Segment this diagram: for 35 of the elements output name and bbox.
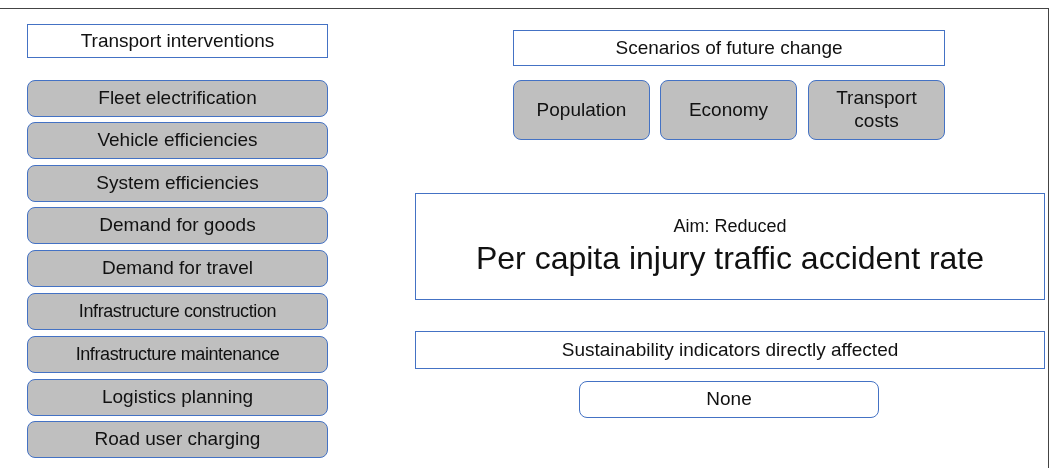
category-box [27, 293, 328, 330]
category-box [27, 207, 328, 244]
box-label: Vehicle efficiencies [97, 129, 258, 152]
box-label: System efficiencies [96, 172, 259, 195]
box-label: Population [536, 98, 627, 122]
box-label: Demand for travel [102, 257, 253, 280]
category-box [27, 421, 328, 458]
box-label: Logistics planning [101, 386, 253, 409]
heading-box [27, 24, 328, 58]
box-label: Sustainability indicators directly affected [561, 338, 899, 362]
box-label: Transport interventions [80, 29, 275, 53]
box-label: Scenarios of future change [615, 36, 843, 60]
aim-label: Aim: Reduced [673, 214, 787, 238]
box-label: Fleet electrification [98, 87, 257, 110]
goal-title: Per capita injury traffic accident rate [475, 239, 985, 279]
box-label: Demand for goods [99, 214, 256, 237]
category-box [27, 336, 328, 373]
box-label: Economy [688, 98, 769, 122]
box-label: Road user charging [94, 428, 261, 451]
category-box [27, 122, 328, 159]
box-label: Infrastructure maintenance [75, 343, 280, 366]
aim-box [415, 193, 1045, 300]
box-label: Transport costs [835, 87, 918, 133]
category-box [513, 80, 650, 140]
box-label: Infrastructure construction [78, 300, 277, 323]
category-box [27, 250, 328, 287]
category-box [27, 165, 328, 202]
category-box [808, 80, 945, 140]
category-box [27, 379, 328, 416]
category-box [660, 80, 797, 140]
result-box [579, 381, 879, 418]
heading-box [513, 30, 945, 66]
heading-box [415, 331, 1045, 369]
category-box [27, 80, 328, 117]
box-label: None [706, 388, 752, 411]
